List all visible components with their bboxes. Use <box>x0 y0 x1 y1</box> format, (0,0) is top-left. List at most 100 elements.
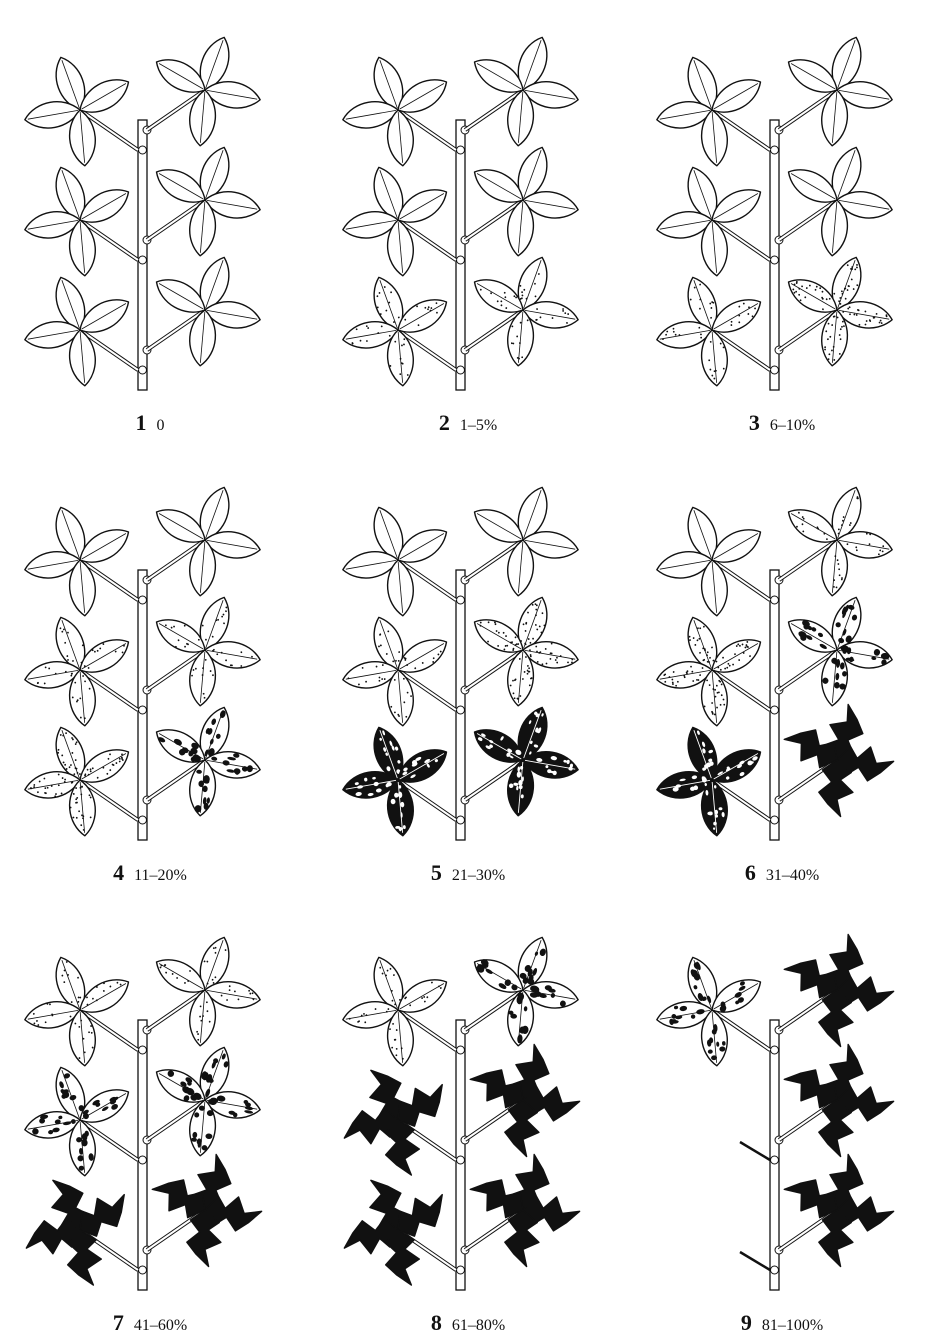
panel-number: 2 <box>439 410 450 435</box>
plant-illustration <box>318 450 618 850</box>
compound-leaf <box>22 1172 138 1287</box>
compound-leaf <box>147 143 262 257</box>
compound-leaf <box>23 53 138 167</box>
compound-leaf <box>465 1151 581 1267</box>
compound-leaf <box>341 953 456 1067</box>
severity-percentage: 6–10% <box>770 417 815 434</box>
compound-leaf <box>465 1041 581 1157</box>
compound-leaf <box>465 593 580 707</box>
severity-percentage: 41–60% <box>134 1317 187 1334</box>
compound-leaf <box>779 931 895 1047</box>
compound-leaf <box>779 701 895 817</box>
compound-leaf <box>341 723 456 837</box>
severity-panel-7: 7 41–60% <box>0 900 300 1340</box>
panel-number: 4 <box>113 860 124 885</box>
compound-leaf <box>779 483 894 597</box>
compound-leaf <box>655 503 770 617</box>
compound-leaf <box>147 253 262 367</box>
compound-leaf <box>23 953 138 1067</box>
panel-number: 5 <box>431 860 442 885</box>
compound-leaf <box>655 723 770 837</box>
compound-leaf <box>655 613 770 727</box>
compound-leaf <box>340 1062 456 1177</box>
severity-percentage: 0 <box>157 417 165 434</box>
panel-number: 1 <box>136 410 147 435</box>
compound-leaf <box>147 1043 262 1157</box>
severity-percentage: 21–30% <box>452 867 505 884</box>
severity-percentage: 61–80% <box>452 1317 505 1334</box>
compound-leaf <box>147 593 262 707</box>
compound-leaf <box>147 1151 263 1267</box>
severity-panel-6: 6 31–40% <box>632 450 929 890</box>
severity-panel-1: 10 <box>0 0 300 440</box>
compound-leaf <box>779 33 894 147</box>
panel-caption: 8 61–80% <box>318 1310 618 1336</box>
plant-illustration <box>0 450 300 850</box>
severity-panel-4: 4 11–20% <box>0 450 300 890</box>
compound-leaf <box>23 163 138 277</box>
compound-leaf <box>779 253 894 367</box>
panel-number: 8 <box>431 1310 442 1335</box>
compound-leaf <box>779 143 894 257</box>
compound-leaf <box>465 933 580 1047</box>
compound-leaf <box>465 33 580 147</box>
compound-leaf <box>779 1151 895 1267</box>
severity-percentage: 11–20% <box>134 867 187 884</box>
panel-number: 6 <box>745 860 756 885</box>
compound-leaf <box>341 163 456 277</box>
panel-caption: 9 81–100% <box>632 1310 929 1336</box>
severity-panel-3: 3 6–10% <box>632 0 929 440</box>
panel-caption: 6 31–40% <box>632 860 929 886</box>
compound-leaf <box>341 613 456 727</box>
compound-leaf <box>340 1172 456 1287</box>
plant-illustration <box>632 0 929 400</box>
plant-illustration <box>632 900 929 1300</box>
bare-twig <box>740 1252 770 1270</box>
panel-number: 7 <box>113 1310 124 1335</box>
compound-leaf <box>341 53 456 167</box>
severity-panel-8: 8 61–80% <box>318 900 618 1340</box>
panel-caption: 3 6–10% <box>632 410 929 436</box>
plant-illustration <box>318 900 618 1300</box>
compound-leaf <box>655 53 770 167</box>
compound-leaf <box>655 953 770 1067</box>
plant-illustration <box>0 900 300 1300</box>
compound-leaf <box>341 273 456 387</box>
severity-percentage: 31–40% <box>766 867 819 884</box>
compound-leaf <box>465 253 580 367</box>
severity-panel-5: 5 21–30% <box>318 450 618 890</box>
panel-number: 3 <box>749 410 760 435</box>
compound-leaf <box>147 703 262 817</box>
compound-leaf <box>465 143 580 257</box>
compound-leaf <box>147 483 262 597</box>
panel-caption: 2 1–5% <box>318 410 618 436</box>
compound-leaf <box>655 273 770 387</box>
bare-twig <box>740 1142 770 1160</box>
compound-leaf <box>23 503 138 617</box>
compound-leaf <box>23 273 138 387</box>
compound-leaf <box>147 933 262 1047</box>
compound-leaf <box>779 1041 895 1157</box>
severity-percentage: 1–5% <box>460 417 497 434</box>
compound-leaf <box>23 723 138 837</box>
compound-leaf <box>779 593 894 707</box>
panel-number: 9 <box>741 1310 752 1335</box>
plant-illustration <box>318 0 618 400</box>
plant-illustration <box>0 0 300 400</box>
severity-panel-9: 9 81–100% <box>632 900 929 1340</box>
panel-caption: 4 11–20% <box>0 860 300 886</box>
compound-leaf <box>465 703 580 817</box>
compound-leaf <box>655 163 770 277</box>
compound-leaf <box>147 33 262 147</box>
severity-panel-2: 2 1–5% <box>318 0 618 440</box>
severity-percentage: 81–100% <box>762 1317 823 1334</box>
compound-leaf <box>23 613 138 727</box>
panel-caption: 5 21–30% <box>318 860 618 886</box>
compound-leaf <box>341 503 456 617</box>
compound-leaf <box>23 1063 138 1177</box>
panel-caption: 10 <box>0 410 300 436</box>
panel-caption: 7 41–60% <box>0 1310 300 1336</box>
compound-leaf <box>465 483 580 597</box>
plant-illustration <box>632 450 929 850</box>
